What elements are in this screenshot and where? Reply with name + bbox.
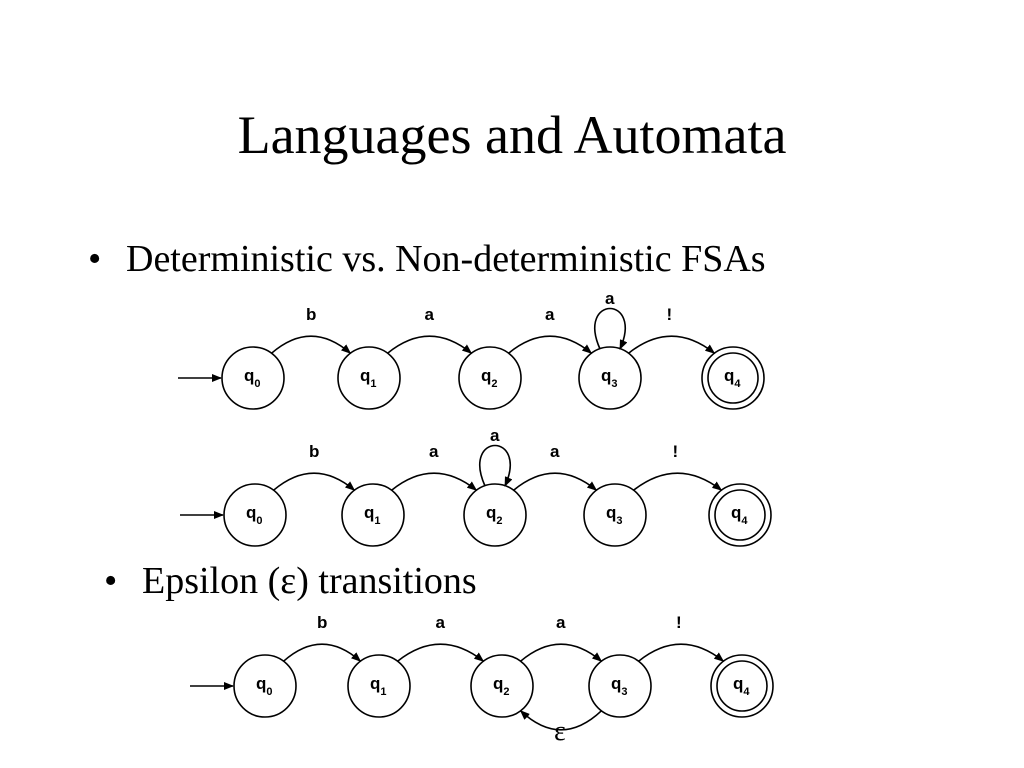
state-q0 (221, 346, 285, 410)
state-q2 (458, 346, 522, 410)
transition-label: a (436, 613, 446, 632)
state-label-q4: q4 (733, 674, 750, 698)
transition-label: b (309, 442, 319, 461)
state-q0 (223, 483, 287, 547)
state-q1 (337, 346, 401, 410)
state-label-q4: q4 (731, 503, 748, 527)
transition-label: b (317, 613, 327, 632)
bullet-deterministic: • Deterministic vs. Non-deterministic FSA… (88, 236, 766, 282)
state-label-q3: q3 (601, 366, 618, 390)
state-label-q0: q0 (244, 366, 261, 390)
epsilon-label: ε (554, 716, 566, 747)
transition-q1-q2 (391, 472, 478, 491)
accept-ring-q4 (714, 489, 766, 541)
transition-q3-q3 (594, 307, 628, 350)
state-label-q0: q0 (256, 674, 273, 698)
transition-label: ! (673, 442, 679, 461)
state-label-q1: q1 (364, 503, 381, 527)
state-q3 (588, 654, 652, 718)
state-q4 (710, 654, 774, 718)
transition-label: a (556, 613, 566, 632)
accept-ring-q4 (707, 352, 759, 404)
state-q1 (347, 654, 411, 718)
bullet-marker: • (88, 238, 102, 280)
state-q0 (233, 654, 297, 718)
transition-q2-q3 (508, 335, 593, 354)
state-q3 (578, 346, 642, 410)
transition-q2-q3 (513, 472, 598, 491)
transition-q3-q2 (519, 710, 602, 731)
transition-label: a (605, 289, 615, 308)
transition-label: a (429, 442, 439, 461)
transition-label: ! (676, 613, 682, 632)
state-q2 (463, 483, 527, 547)
transition-q3-q4 (633, 472, 723, 491)
transition-label: a (545, 305, 555, 324)
transition-label: ! (667, 305, 673, 324)
state-label-q2: q2 (493, 674, 510, 698)
transition-q3-q4 (628, 335, 716, 354)
transition-q0-q1 (283, 643, 362, 662)
transition-q1-q2 (397, 643, 485, 662)
state-label-q2: q2 (481, 366, 498, 390)
bullet-text: Epsilon (ε) transitions (142, 560, 477, 602)
state-q2 (470, 654, 534, 718)
slide-title: Languages and Automata (237, 105, 787, 165)
transition-q1-q2 (387, 335, 473, 354)
transition-label: a (490, 426, 500, 445)
state-label-q0: q0 (246, 503, 263, 527)
state-label-q3: q3 (611, 674, 628, 698)
transition-q2-q3 (520, 643, 603, 662)
transition-q3-q4 (638, 643, 725, 662)
state-q4 (708, 483, 772, 547)
transition-label: a (550, 442, 560, 461)
bullet-epsilon: • Epsilon (ε) transitions (104, 558, 477, 604)
state-label-q1: q1 (370, 674, 387, 698)
transition-label: a (425, 305, 435, 324)
state-label-q4: q4 (724, 366, 741, 390)
state-label-q1: q1 (360, 366, 377, 390)
accept-ring-q4 (716, 660, 768, 712)
state-label-q3: q3 (606, 503, 623, 527)
state-q1 (341, 483, 405, 547)
bullet-marker: • (104, 560, 118, 602)
transition-label: b (306, 305, 316, 324)
transition-q2-q2 (479, 444, 513, 487)
state-label-q2: q2 (486, 503, 503, 527)
state-q4 (701, 346, 765, 410)
transition-q0-q1 (273, 472, 356, 491)
state-q3 (583, 483, 647, 547)
transition-q0-q1 (271, 335, 352, 354)
bullet-text: Deterministic vs. Non-deterministic FSAs (126, 238, 766, 280)
